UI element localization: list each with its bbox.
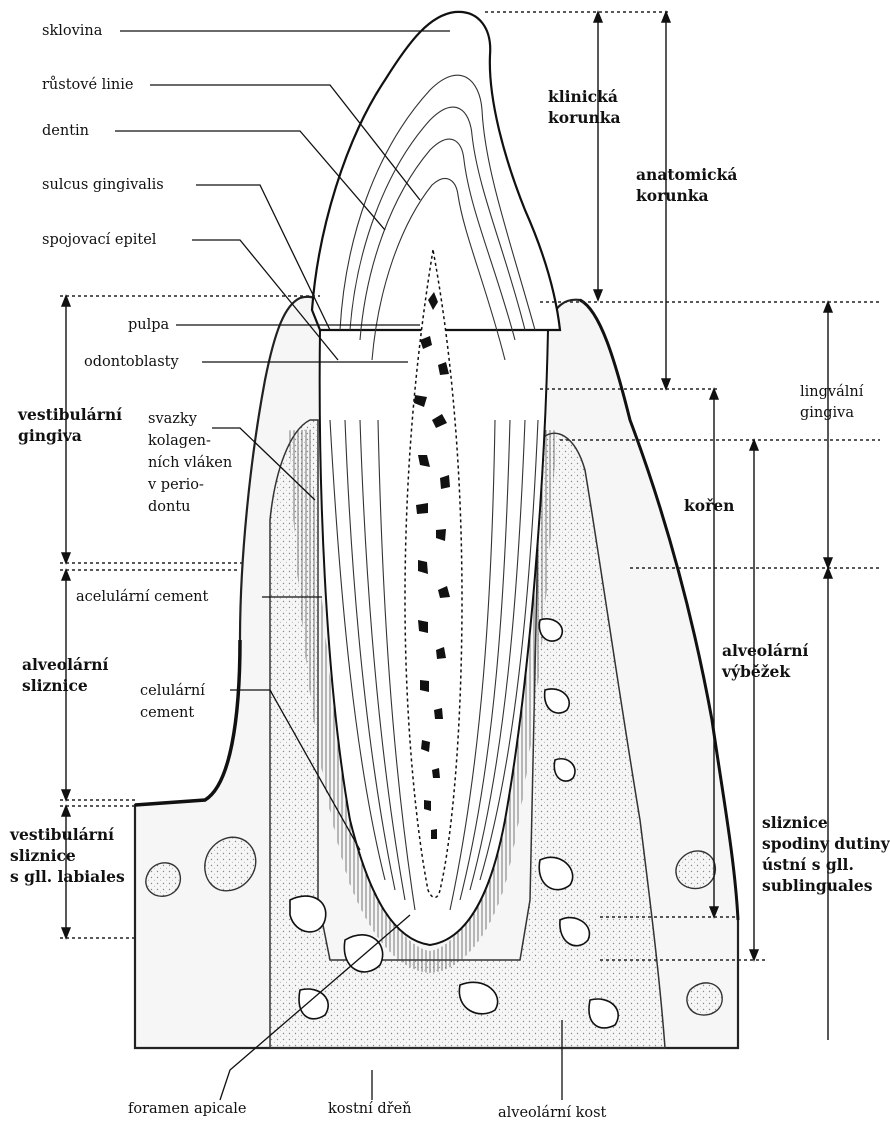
anatomicka-line-1: anatomická [636, 164, 737, 185]
region-koren: kořen [684, 495, 734, 516]
region-klinicka-korunka: klinická korunka [548, 86, 621, 128]
label-alveolarni-kost: alveolární kost [498, 1104, 606, 1122]
klinicka-line-1: klinická [548, 86, 621, 107]
region-lingvalni-gingiva: lingvální gingiva [800, 382, 863, 424]
label-sklovina: sklovina [42, 22, 102, 40]
lingvalni-line-2: gingiva [800, 403, 863, 424]
label-acelularni-cement: acelulární cement [76, 588, 208, 606]
celularni-line-1: celulární [140, 680, 205, 702]
celularni-line-2: cement [140, 702, 205, 724]
vestibularni-gingiva-line-1: vestibulární [18, 404, 122, 425]
svazky-line-3: ních vláken [148, 452, 232, 474]
vestibularni-gingiva-line-2: gingiva [18, 425, 122, 446]
sliznice-spodiny-line-1: sliznice [762, 812, 890, 833]
sliznice-spodiny-line-3: ústní s gll. [762, 854, 890, 875]
region-alveolarni-sliznice: alveolární sliznice [22, 654, 108, 696]
vybezek-line-2: výběžek [722, 661, 808, 682]
region-vestibularni-gingiva: vestibulární gingiva [18, 404, 122, 446]
svazky-line-4: v perio- [148, 474, 232, 496]
label-foramen-apicale: foramen apicale [128, 1100, 247, 1118]
svazky-line-5: dontu [148, 496, 232, 518]
sliznice-spodiny-line-4: sublinguales [762, 875, 890, 896]
vestibularni-sliznice-line-1: vestibulární [10, 824, 125, 845]
label-svazky-kolagennich-vlaken: svazky kolagen- ních vláken v perio- don… [148, 408, 232, 518]
anatomicka-line-2: korunka [636, 185, 737, 206]
svazky-line-1: svazky [148, 408, 232, 430]
klinicka-line-2: korunka [548, 107, 621, 128]
region-anatomicka-korunka: anatomická korunka [636, 164, 737, 206]
vestibularni-sliznice-line-2: sliznice [10, 845, 125, 866]
alveolarni-sliznice-line-2: sliznice [22, 675, 108, 696]
region-alveolarni-vybezek: alveolární výběžek [722, 640, 808, 682]
label-pulpa: pulpa [128, 316, 169, 334]
vestibularni-sliznice-line-3: s gll. labiales [10, 866, 125, 887]
region-vestibularni-sliznice: vestibulární sliznice s gll. labiales [10, 824, 125, 887]
label-rustove-linie: růstové linie [42, 76, 133, 94]
vybezek-line-1: alveolární [722, 640, 808, 661]
label-odontoblasty: odontoblasty [84, 353, 179, 371]
label-spojovaci-epitel: spojovací epitel [42, 231, 156, 249]
sliznice-spodiny-line-2: spodiny dutiny [762, 833, 890, 854]
alveolarni-sliznice-line-1: alveolární [22, 654, 108, 675]
label-kostni-dren: kostní dřeň [328, 1100, 412, 1118]
lingvalni-line-1: lingvální [800, 382, 863, 403]
svazky-line-2: kolagen- [148, 430, 232, 452]
label-dentin: dentin [42, 122, 89, 140]
label-celularni-cement: celulární cement [140, 680, 205, 724]
label-sulcus-gingivalis: sulcus gingivalis [42, 176, 164, 194]
region-sliznice-spodiny-dutiny: sliznice spodiny dutiny ústní s gll. sub… [762, 812, 890, 896]
